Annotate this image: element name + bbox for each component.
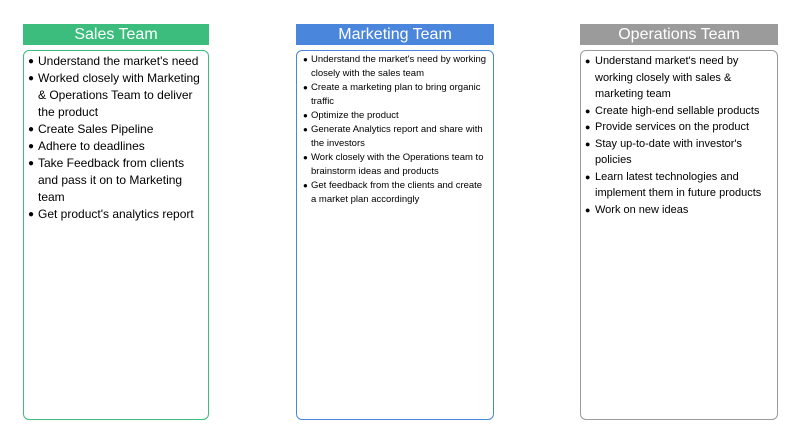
bullet-icon: ●: [303, 181, 308, 190]
sales-team-item: ●Get product's analytics report: [28, 207, 194, 221]
sales-team-item: ●Create Sales Pipeline: [28, 122, 154, 136]
marketing-team-item: ●Optimize the product: [303, 110, 399, 121]
sales-team-header: Sales Team: [23, 24, 209, 45]
bullet-icon: ●: [303, 111, 308, 120]
sales-team-item: ●Understand the market's need: [28, 54, 199, 68]
bullet-icon: ●: [585, 171, 591, 182]
bullet-icon: ●: [303, 153, 308, 162]
sales-team-column: Sales Team ●Understand the market's need…: [23, 24, 209, 420]
marketing-team-item: ●Get feedback from the clients and creat…: [303, 180, 483, 205]
bullet-icon: ●: [28, 141, 35, 152]
bullet-icon: ●: [585, 56, 591, 66]
bullet-icon: ●: [28, 158, 35, 169]
bullet-icon: ●: [28, 73, 35, 84]
operations-team-item: ●Work on new ideas: [585, 202, 773, 219]
marketing-team-column: Marketing Team ●Understand the market's …: [296, 24, 494, 420]
operations-team-item: ●Understand market's need by working clo…: [585, 55, 739, 100]
operations-team-header: Operations Team: [580, 24, 778, 45]
marketing-team-item: ●Work closely with the Operations team t…: [303, 152, 484, 177]
bullet-icon: ●: [28, 124, 35, 135]
marketing-team-item: ●Create a marketing plan to bring organi…: [303, 82, 481, 107]
operations-team-column: Operations Team ●Understand market's nee…: [580, 24, 778, 420]
bullet-icon: ●: [28, 56, 35, 67]
bullet-icon: ●: [585, 122, 591, 132]
marketing-team-item: ●Understand the market's need by working…: [303, 54, 487, 79]
bullet-icon: ●: [585, 204, 591, 215]
bullet-icon: ●: [303, 55, 308, 64]
bullet-icon: ●: [303, 125, 308, 134]
operations-team-item: ●Provide services on the product: [585, 119, 773, 136]
operations-team-item: ●Stay up-to-date with investor's policie…: [585, 137, 743, 167]
sales-team-box: ●Understand the market's need ●Worked cl…: [23, 50, 209, 420]
operations-team-item: ●Learn latest technologies and implement…: [585, 170, 762, 200]
sales-team-item: ●Adhere to deadlines: [28, 139, 145, 153]
bullet-icon: ●: [585, 138, 591, 149]
marketing-team-item: ●Generate Analytics report and share wit…: [303, 124, 483, 149]
bullet-icon: ●: [28, 209, 35, 220]
sales-team-item: ●Worked closely with Marketing & Operati…: [28, 71, 200, 119]
marketing-team-list: ●Understand the market's need by working…: [303, 53, 489, 207]
marketing-team-box: ●Understand the market's need by working…: [296, 50, 494, 420]
bullet-icon: ●: [585, 105, 591, 116]
operations-team-box: ●Understand market's need by working clo…: [580, 50, 778, 420]
sales-team-list: ●Understand the market's need ●Worked cl…: [28, 53, 204, 223]
operations-team-list: ●Understand market's need by working clo…: [585, 53, 773, 218]
marketing-team-header: Marketing Team: [296, 24, 494, 45]
bullet-icon: ●: [303, 83, 308, 92]
sales-team-item: ●Take Feedback from clients and pass it …: [28, 156, 185, 204]
operations-team-item: ●Create high-end sellable products: [585, 103, 773, 120]
